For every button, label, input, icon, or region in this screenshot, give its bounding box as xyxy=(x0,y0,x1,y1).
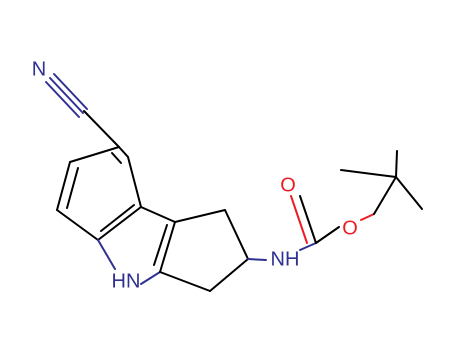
ester-oxygen-bond xyxy=(360,213,375,221)
benzene-bond-4 xyxy=(97,206,142,241)
cyclopentane-bond-3 xyxy=(209,258,249,292)
cyclopentane-bond-2 xyxy=(224,209,249,260)
nitrile-bond-outer-left xyxy=(45,81,80,118)
ester-oxygen-label: O xyxy=(342,217,358,239)
fused-bond-top xyxy=(140,206,176,223)
indole-nh-label: HN xyxy=(112,270,141,292)
tert-butyl-center-bond xyxy=(373,176,397,215)
carbonyl-double-bond-outer xyxy=(290,195,308,244)
nitrile-carbon-bond xyxy=(83,110,120,148)
benzene-bond-1 xyxy=(69,146,120,163)
fused-bond-double-inner xyxy=(153,224,168,266)
nitrile-nitrogen-label: N xyxy=(32,58,46,80)
fused-bond-double xyxy=(159,221,176,273)
carbamate-nh-bond-left xyxy=(247,258,267,261)
indole-nh-bond-left xyxy=(97,239,116,270)
benzene-bond-2 xyxy=(56,161,71,211)
nitrile-bond-center xyxy=(49,77,84,114)
benzene-bond-2-inner xyxy=(66,167,79,209)
benzene-bond-3 xyxy=(56,209,99,241)
cyclopentane-bond-1 xyxy=(174,209,226,223)
tert-butyl-up-left-bond xyxy=(340,169,397,178)
carbonyl-oxygen-label: O xyxy=(280,174,296,196)
carbamate-nh-bond-right xyxy=(299,242,317,251)
tert-butyl-up-right-bond xyxy=(395,150,398,178)
tert-butyl-right-bond xyxy=(395,176,423,210)
carbonyl-carbon-bond xyxy=(299,195,317,244)
indole-nh-bond-right xyxy=(140,271,161,285)
cyclopentane-bond-4 xyxy=(159,271,211,292)
benzene-bond-6 xyxy=(118,146,129,158)
carbamate-nh-label: NH xyxy=(271,248,300,270)
benzene-bond-6-inner xyxy=(111,152,122,164)
nitrile-bond-outer-right xyxy=(53,73,88,110)
benzene-bond-4-inner xyxy=(100,204,135,232)
ester-carbon-bond xyxy=(315,226,340,244)
benzene-bond-5 xyxy=(127,156,142,208)
